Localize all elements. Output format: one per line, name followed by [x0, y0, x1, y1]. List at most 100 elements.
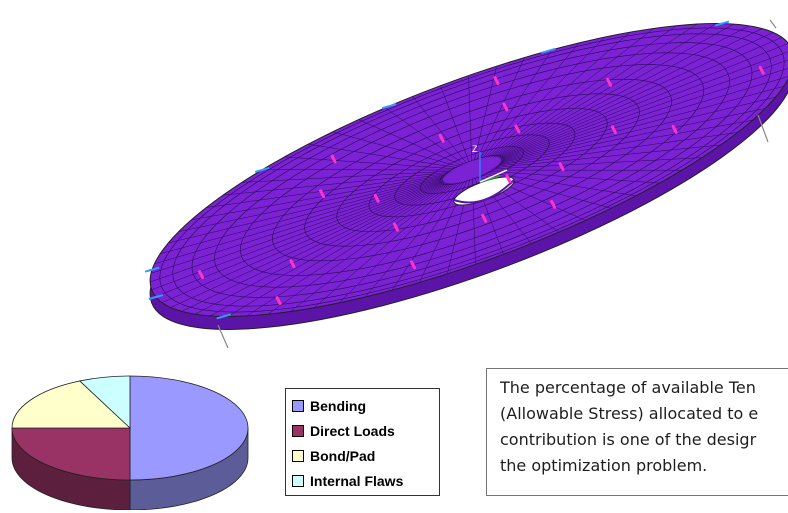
stress-allocation-pie-chart: [11, 375, 249, 510]
pie-slice: [78, 375, 131, 429]
description-note: The percentage of available Ten (Allowab…: [486, 368, 788, 496]
mesh-spoke: [497, 28, 763, 158]
mesh-spoke: [500, 66, 788, 161]
mesh-spoke: [194, 182, 448, 315]
node-marker: [610, 125, 617, 135]
support-rod: [757, 114, 769, 143]
note-line: (Allowable Stress) allocated to e: [500, 404, 759, 423]
mesh-spoke: [492, 157, 703, 170]
legend-item: Internal Flaws: [292, 468, 433, 493]
mesh-spoke: [154, 178, 444, 265]
mesh-spoke: [490, 25, 677, 158]
node-marker: [330, 154, 337, 164]
fea-disk-mesh: Z: [144, 19, 788, 349]
node-marker: [558, 162, 565, 172]
pie-slice: [129, 375, 249, 481]
mesh-spoke: [161, 181, 445, 303]
mesh-spoke: [500, 43, 788, 159]
support-marker: [254, 166, 270, 173]
mesh-spoke: [267, 182, 454, 315]
mesh-spoke: [499, 37, 783, 159]
mesh-spoke: [170, 182, 446, 308]
mesh-spoke: [476, 57, 525, 161]
support-marker: [148, 294, 164, 300]
node-marker: [481, 213, 488, 223]
support-marker: [541, 47, 556, 54]
mesh-spoke: [497, 119, 753, 166]
mesh-spoke: [473, 66, 497, 161]
mesh-spoke: [391, 180, 466, 291]
node-marker: [550, 199, 557, 209]
node-marker: [493, 76, 500, 86]
mesh-spoke: [499, 96, 776, 164]
node-marker: [671, 124, 678, 134]
note-line: The percentage of available Ten: [500, 378, 756, 397]
support-marker: [381, 103, 397, 110]
legend-label: Bond/Pad: [310, 447, 376, 464]
mesh-spoke: [385, 107, 465, 165]
mesh-spoke: [498, 32, 774, 158]
mesh-spoke: [150, 179, 444, 283]
coordinate-triad-icon: Z: [472, 144, 508, 183]
mesh-spoke: [358, 119, 462, 166]
mesh-spoke: [500, 49, 788, 160]
mesh-spoke: [486, 172, 636, 197]
pie-slice: [11, 427, 131, 481]
node-marker: [438, 133, 445, 143]
mesh-spoke: [181, 182, 447, 312]
note-line: contribution is one of the desigr: [500, 430, 757, 449]
legend-label: Bending: [310, 397, 366, 414]
mesh-spoke: [313, 182, 458, 308]
mesh-spoke: [495, 23, 734, 158]
mesh-spoke: [496, 25, 750, 158]
mesh-spoke: [332, 131, 460, 167]
mesh-spoke: [488, 170, 660, 184]
mesh-spoke: [494, 144, 721, 168]
legend-item: Direct Loads: [292, 418, 433, 443]
note-line: the optimization problem.: [500, 456, 708, 475]
legend-swatch: [292, 474, 304, 487]
legend-label: Direct Loads: [310, 422, 395, 439]
node-marker: [502, 102, 509, 112]
mesh-spoke: [365, 181, 463, 298]
support-rod: [769, 19, 777, 29]
node-marker: [198, 270, 205, 280]
support-marker: [714, 20, 730, 27]
mesh-spoke: [191, 174, 447, 221]
node-marker: [319, 189, 325, 199]
node-marker: [606, 77, 613, 87]
mesh-spoke: [223, 172, 450, 196]
mesh-spoke: [290, 182, 456, 312]
legend-swatch: [292, 399, 304, 412]
mesh-spoke: [151, 179, 444, 274]
mesh-spoke: [284, 156, 456, 170]
node-markers: [198, 65, 765, 306]
legend-swatch: [292, 424, 304, 437]
node-marker: [514, 124, 521, 134]
mesh-spoke: [210, 182, 449, 317]
node-marker: [393, 222, 399, 232]
mesh-spoke: [241, 170, 452, 183]
mesh-spoke: [227, 182, 451, 317]
node-marker: [373, 193, 380, 203]
mesh-spoke: [500, 86, 784, 163]
mesh-spoke: [478, 49, 553, 160]
legend-item: Bond/Pad: [292, 443, 433, 468]
node-marker: [505, 174, 512, 184]
mesh-spoke: [495, 132, 738, 167]
mesh-spoke: [178, 175, 446, 232]
mesh-spoke: [440, 85, 470, 163]
node-marker: [758, 65, 765, 75]
mesh-spoke: [483, 36, 606, 159]
node-marker: [289, 259, 296, 269]
mesh-spoke: [160, 177, 444, 254]
legend-label: Internal Flaws: [310, 472, 404, 489]
legend-item: Bending: [292, 393, 433, 418]
mesh-spoke: [412, 96, 467, 164]
support-marker: [144, 266, 160, 273]
mesh-spoke: [486, 32, 631, 158]
mesh-spoke: [308, 143, 458, 168]
mesh-spoke: [500, 75, 788, 162]
mesh-spoke: [493, 23, 717, 158]
